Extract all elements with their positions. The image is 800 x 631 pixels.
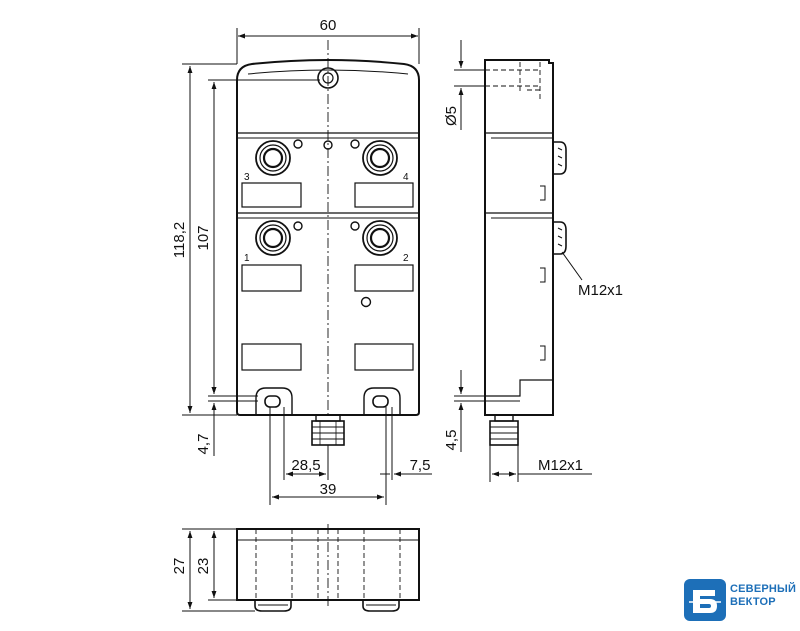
mounting-slot-right: [363, 387, 401, 415]
dim-28-5: 28,5: [291, 457, 320, 474]
mounting-hole-top: [317, 67, 339, 89]
led: [293, 221, 303, 231]
label-window: [354, 182, 414, 208]
bottom-foot-left: [254, 600, 292, 612]
led: [350, 221, 360, 231]
bottom-view: [236, 524, 420, 612]
led: [350, 139, 360, 149]
dim-27: 27: [171, 558, 188, 575]
bottom-dimension-lines: [182, 528, 255, 612]
side-bottom-connector-m12: [489, 414, 519, 446]
port-number-2: 2: [403, 253, 409, 264]
port-connector-2: [362, 220, 398, 256]
front-view: [236, 40, 420, 446]
label-window: [241, 343, 302, 371]
label-m12x1-bottom: M12x1: [538, 457, 583, 474]
dim-4-7: 4,7: [195, 434, 212, 455]
brand-emblem-icon: [684, 579, 726, 621]
dim-118-2: 118,2: [171, 222, 188, 258]
front-dimension-lines: [182, 28, 432, 505]
port-number-4: 4: [403, 172, 409, 183]
dim-7-5: 7,5: [410, 457, 431, 474]
side-view: [484, 59, 567, 446]
dim-39: 39: [320, 481, 337, 498]
label-window: [354, 264, 414, 292]
led: [360, 296, 372, 308]
label-window: [354, 343, 414, 371]
port-number-1: 1: [244, 253, 250, 264]
port-connector-1: [255, 220, 291, 256]
led: [293, 139, 303, 149]
bottom-foot-right: [362, 600, 400, 612]
brand-name-line1: СЕВЕРНЫЙ: [730, 583, 797, 595]
side-dimension-lines: [454, 40, 592, 482]
label-m12x1-side: M12x1: [578, 282, 623, 299]
side-connector-lower: [553, 221, 567, 255]
front-body-outline: [236, 59, 420, 416]
led: [323, 140, 333, 150]
dim-60: 60: [320, 17, 337, 34]
dim-diameter-5: Ø5: [443, 106, 460, 126]
port-connector-3: [255, 140, 291, 176]
side-connector-upper: [553, 141, 567, 175]
bottom-connector-m12: [311, 414, 345, 446]
port-number-3: 3: [244, 172, 250, 183]
dim-4-5: 4,5: [443, 430, 460, 451]
port-connector-4: [362, 140, 398, 176]
label-window: [241, 182, 302, 208]
dim-23: 23: [195, 558, 212, 575]
brand-name: СЕВЕРНЫЙ ВЕКТОР: [730, 583, 796, 609]
brand-name-line2: ВЕКТОР: [730, 596, 776, 608]
label-window: [241, 264, 302, 292]
dim-107: 107: [195, 225, 212, 250]
brand-logo: СЕВЕРНЫЙ ВЕКТОР: [683, 578, 800, 628]
side-body-outline: [484, 59, 554, 416]
mounting-slot-left: [255, 387, 293, 415]
